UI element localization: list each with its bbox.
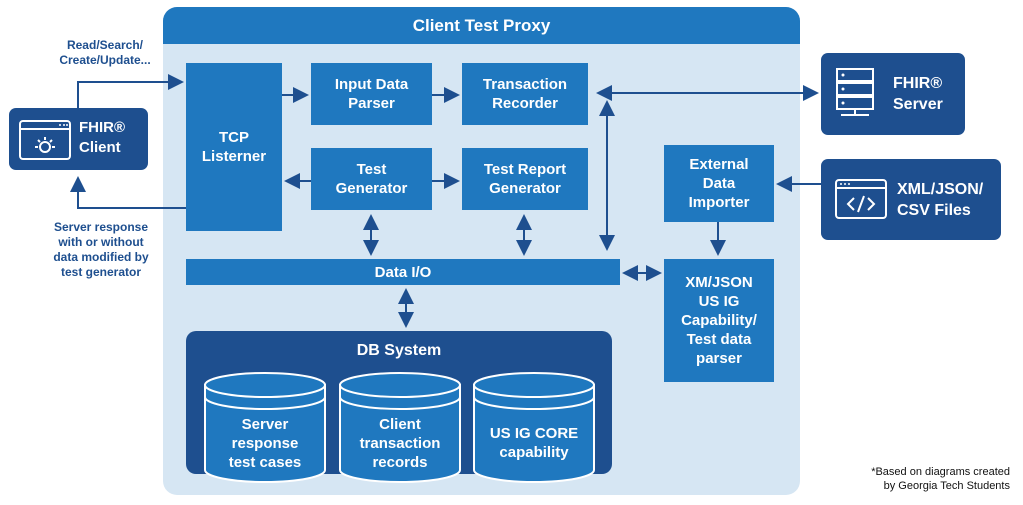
test-generator-box: Test Generator xyxy=(311,148,432,210)
cylinder-1 xyxy=(204,372,326,483)
fhir-client-box: FHIR® Client xyxy=(9,108,148,170)
transaction-recorder-box: Transaction Recorder xyxy=(462,63,588,125)
footnote: *Based on diagrams created by Georgia Te… xyxy=(871,466,1010,492)
proxy-title: Client Test Proxy xyxy=(163,7,800,44)
browser-gear-icon xyxy=(19,120,71,160)
db-client-transaction-label: Client transaction records xyxy=(359,415,441,471)
cylinder-3 xyxy=(473,372,595,483)
response-note: Server response with or without data mod… xyxy=(53,220,149,279)
cylinder-2 xyxy=(339,372,461,483)
input-data-parser-box: Input Data Parser xyxy=(311,63,432,125)
data-io-bar: Data I/O xyxy=(186,259,620,285)
db-server-response-label: Server response test cases xyxy=(228,415,302,471)
server-icon xyxy=(836,68,874,116)
request-note: Read/Search/ Create/Update... xyxy=(59,38,151,67)
xml-json-csv-label: XML/JSON/ CSV Files xyxy=(897,181,984,219)
tcp-listener-box: TCP Listerner xyxy=(186,63,282,231)
external-data-importer-box: External Data Importer xyxy=(664,145,774,222)
test-report-generator-box: Test Report Generator xyxy=(462,148,588,210)
db-us-ig-core-label: US IG CORE capability xyxy=(489,425,579,461)
fhir-server-label: FHIR® Server xyxy=(893,75,943,113)
xml-json-csv-files-box: XML/JSON/ CSV Files xyxy=(821,159,1001,240)
fhir-client-label: FHIR® Client xyxy=(79,119,126,156)
db-system-title: DB System xyxy=(356,341,442,359)
code-file-icon xyxy=(835,179,887,219)
fhir-server-box: FHIR® Server xyxy=(821,53,965,135)
ig-capability-parser-box: XM/JSON US IG Capability/ Test data pars… xyxy=(664,259,774,382)
